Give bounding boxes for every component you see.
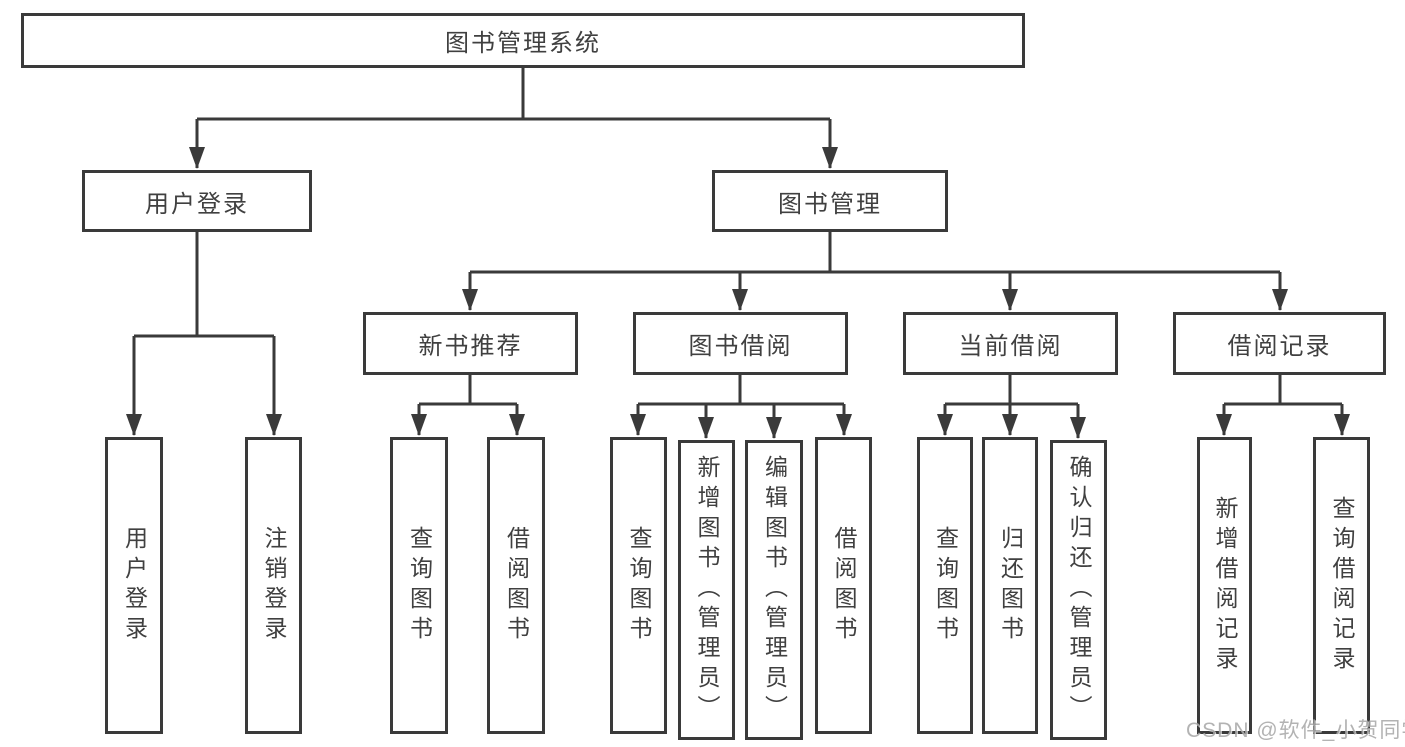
leaf-add-books-admin-label: 新增图书（管理员） — [694, 455, 720, 725]
node-user-login: 用户登录 — [82, 170, 312, 232]
leaf-confirm-return-admin-label: 确认归还（管理员） — [1066, 455, 1092, 725]
leaf-edit-books-admin-label: 编辑图书（管理员） — [761, 455, 788, 725]
leaf-borrow-books-borrow: 借阅图书 — [815, 437, 872, 734]
leaf-query-borrow-record: 查询借阅记录 — [1313, 437, 1370, 734]
leaf-query-books-borrow-label: 查询图书 — [626, 525, 652, 646]
leaf-logout-login: 注销登录 — [245, 437, 302, 734]
leaf-add-books-admin: 新增图书（管理员） — [678, 440, 735, 740]
leaf-logout-login-label: 注销登录 — [261, 525, 287, 646]
leaf-query-books-current: 查询图书 — [917, 437, 973, 734]
leaf-borrow-books-borrow-label: 借阅图书 — [831, 525, 857, 646]
leaf-edit-books-admin: 编辑图书（管理员） — [745, 440, 803, 740]
leaf-confirm-return-admin: 确认归还（管理员） — [1050, 440, 1107, 740]
leaf-borrow-books-recommend-label: 借阅图书 — [503, 525, 530, 646]
node-book-borrowing: 图书借阅 — [633, 312, 848, 375]
leaf-query-books-borrow: 查询图书 — [610, 437, 667, 734]
leaf-return-books: 归还图书 — [982, 437, 1038, 734]
leaf-add-borrow-record-label: 新增借阅记录 — [1212, 495, 1238, 676]
watermark: CSDN @软件_小贺同学 — [1186, 719, 1405, 742]
leaf-user-login: 用户登录 — [105, 437, 163, 734]
leaf-borrow-books-recommend: 借阅图书 — [487, 437, 545, 734]
leaf-query-books-recommend: 查询图书 — [390, 437, 448, 734]
leaf-query-books-recommend-label: 查询图书 — [406, 525, 433, 646]
node-library-system: 图书管理系统 — [21, 13, 1025, 68]
node-book-management: 图书管理 — [712, 170, 948, 232]
node-borrowing-records: 借阅记录 — [1173, 312, 1386, 375]
leaf-add-borrow-record: 新增借阅记录 — [1197, 437, 1252, 734]
leaf-user-login-label: 用户登录 — [121, 525, 148, 646]
node-new-book-recommendation: 新书推荐 — [363, 312, 578, 375]
leaf-return-books-label: 归还图书 — [997, 525, 1024, 646]
leaf-query-borrow-record-label: 查询借阅记录 — [1329, 495, 1355, 676]
node-current-borrowing: 当前借阅 — [903, 312, 1118, 375]
leaf-query-books-current-label: 查询图书 — [932, 525, 959, 646]
